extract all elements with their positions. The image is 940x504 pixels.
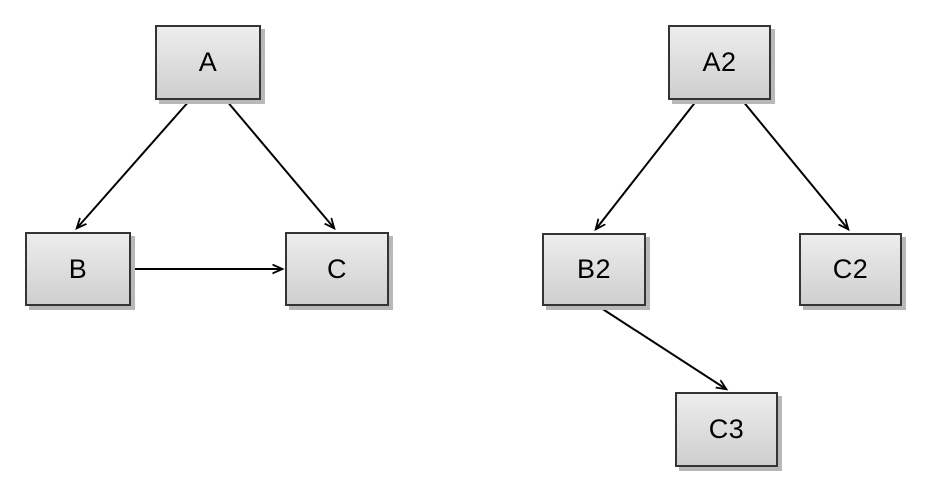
node-label: A xyxy=(198,47,218,77)
edge-a2-to-b2 xyxy=(596,99,698,229)
node-b[interactable]: B xyxy=(25,232,131,306)
node-label: B2 xyxy=(576,254,612,284)
node-c[interactable]: C xyxy=(285,232,389,306)
node-label: A2 xyxy=(702,47,737,77)
node-label: C3 xyxy=(708,414,745,444)
node-c2[interactable]: C2 xyxy=(799,233,902,306)
node-label: B xyxy=(68,253,88,284)
edge-a2-to-c2 xyxy=(741,99,848,229)
node-label: C2 xyxy=(832,254,869,284)
edge-a-to-b xyxy=(77,99,191,228)
node-label: C xyxy=(327,253,347,284)
node-c3[interactable]: C3 xyxy=(675,392,778,467)
node-a2[interactable]: A2 xyxy=(668,25,771,100)
node-a[interactable]: A xyxy=(155,25,261,100)
node-b2[interactable]: B2 xyxy=(542,233,646,306)
edge-a-to-c xyxy=(225,99,334,228)
edge-b2-to-c3 xyxy=(597,305,726,389)
